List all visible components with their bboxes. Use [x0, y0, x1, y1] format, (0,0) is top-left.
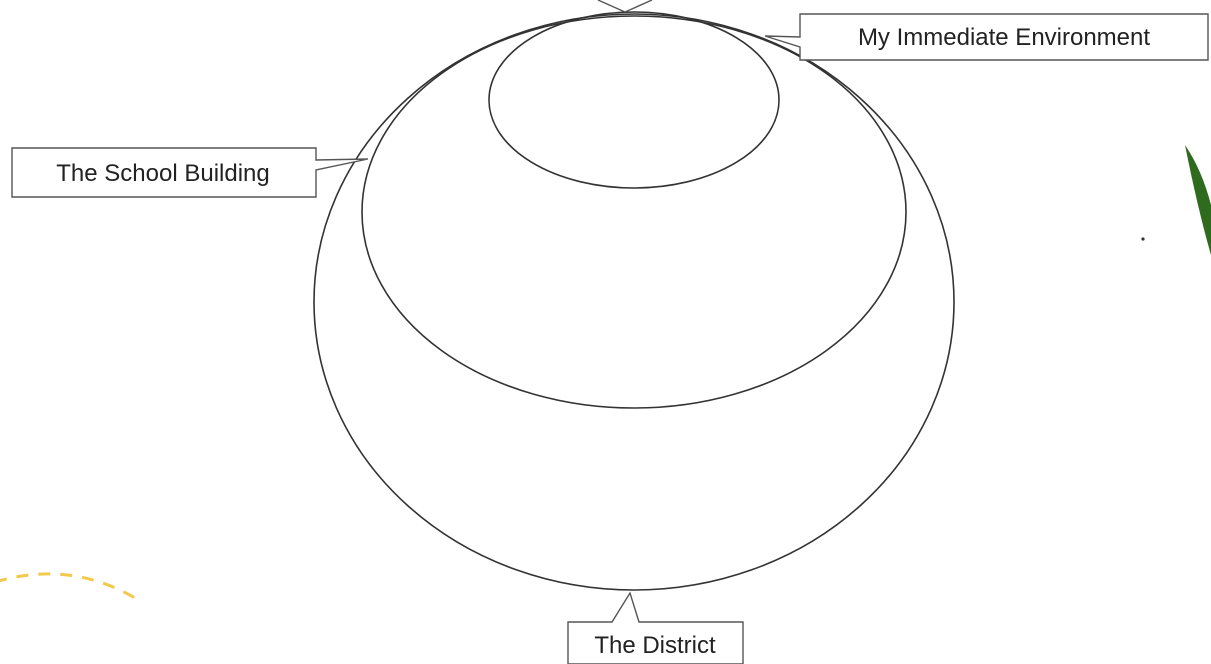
callout-immediate-environment-label: My Immediate Environment: [858, 24, 1150, 51]
callout-school-building-label: The School Building: [56, 160, 269, 187]
callout-school-building: The School Building: [12, 148, 368, 197]
decorative-dashed-arc: [0, 574, 135, 598]
school-building-circle: [362, 16, 906, 408]
decorative-dot: [1141, 237, 1144, 240]
immediate-environment-circle: [489, 12, 779, 188]
callout-district-label: The District: [594, 632, 716, 659]
callout-district: The District: [568, 593, 743, 664]
top-callout-pointer: [598, 0, 652, 12]
callout-immediate-environment: My Immediate Environment: [765, 14, 1208, 60]
decorative-leaf: [1185, 145, 1211, 255]
